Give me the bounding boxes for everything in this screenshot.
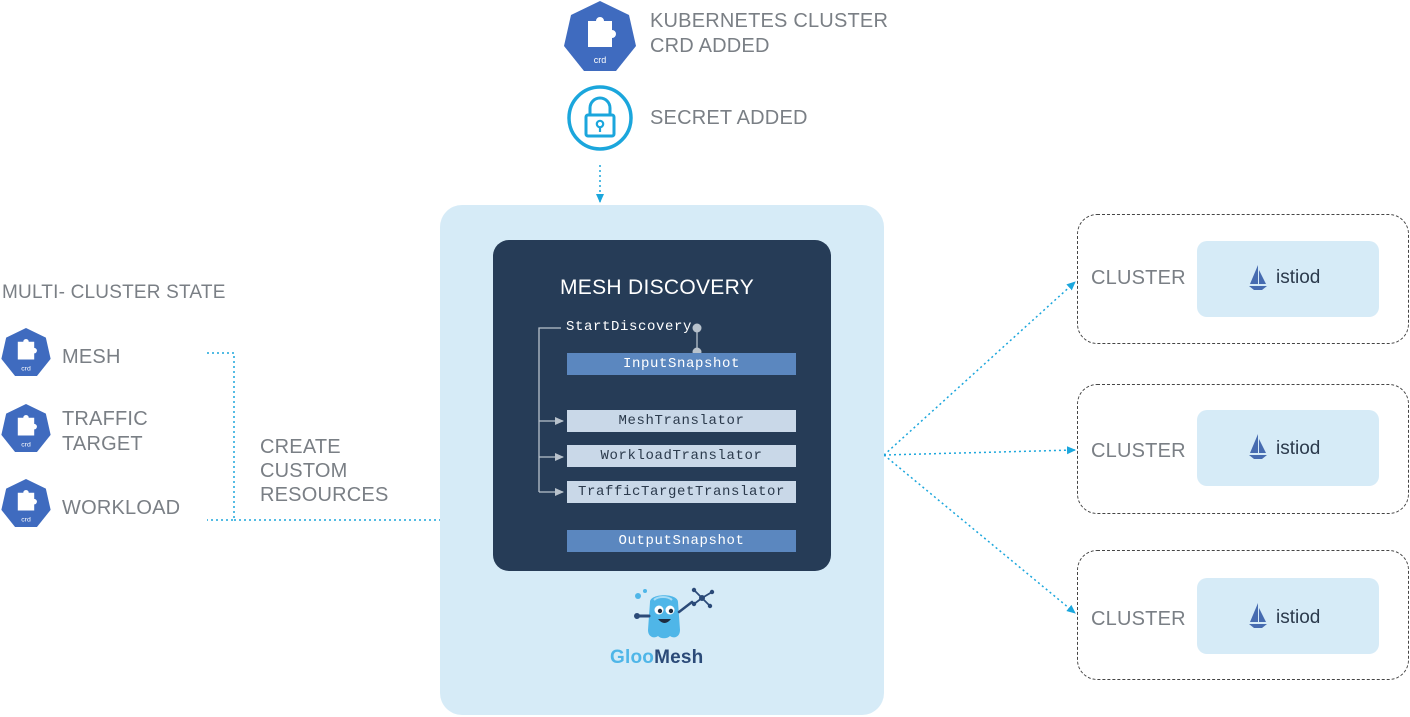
lock-icon: [567, 85, 633, 151]
create-line-2: CUSTOM: [260, 460, 348, 482]
traffic-target-label-line-2: TARGET: [62, 433, 143, 455]
output-snapshot-step: OutputSnapshot: [567, 530, 796, 552]
istiod-box-3: [1197, 578, 1379, 654]
discovery-to-cluster-1-arrow: [883, 281, 1076, 456]
gloo-mascot-icon: [634, 587, 715, 639]
discovery-to-cluster-3-arrow: [883, 454, 1076, 614]
crd-added-label-line-1: KUBERNETES CLUSTER: [650, 10, 889, 32]
traffic-target-crd-icon: crd: [1, 404, 51, 452]
istiod-label-2: istiod: [1276, 438, 1321, 459]
discovery-flow-lines: [538, 323, 702, 496]
istio-sail-icon: [1249, 603, 1267, 628]
istiod-label-1: istiod: [1276, 267, 1321, 288]
secret-added-label: SECRET ADDED: [650, 107, 808, 129]
state-bracket-line: [207, 352, 235, 521]
svg-text:crd: crd: [21, 365, 31, 372]
istiod-label-3: istiod: [1276, 607, 1321, 628]
svg-text:crd: crd: [21, 516, 31, 523]
mesh-label: MESH: [62, 346, 121, 368]
mesh-crd-icon: crd: [1, 328, 51, 376]
mesh-discovery-title: MESH DISCOVERY: [559, 276, 755, 299]
create-line-1: CREATE: [260, 436, 341, 458]
mesh-translator-step: MeshTranslator: [567, 410, 796, 432]
create-line-3: RESOURCES: [260, 484, 389, 506]
mesh-discovery-box: [493, 240, 831, 571]
crd-added-icon: crd: [564, 1, 636, 71]
cluster-label-2: CLUSTER: [1091, 440, 1186, 462]
istio-sail-icon: [1249, 434, 1267, 459]
gloo-logo-text: Gloo: [610, 647, 655, 668]
create-custom-resources-label: CREATE CUSTOM RESOURCES: [260, 435, 389, 507]
start-discovery-label: StartDiscovery: [566, 319, 693, 335]
workload-translator-step: WorkloadTranslator: [567, 445, 796, 467]
input-snapshot-step: InputSnapshot: [567, 353, 796, 375]
discovery-to-cluster-2-arrow: [883, 446, 1076, 456]
cluster-box-2: [1077, 384, 1409, 514]
gloo-mesh-logo: GlooMesh: [610, 647, 703, 669]
multi-cluster-state-title: MULTI- CLUSTER STATE: [2, 282, 226, 303]
traffic-target-translator-step: TrafficTargetTranslator: [567, 481, 796, 503]
cluster-label-3: CLUSTER: [1091, 608, 1186, 630]
crd-added-label-line-2: CRD ADDED: [650, 35, 770, 57]
mesh-logo-text: Mesh: [654, 647, 704, 668]
istio-sail-icon: [1249, 265, 1267, 290]
workload-label: WORKLOAD: [62, 497, 181, 519]
cluster-label-1: CLUSTER: [1091, 267, 1186, 289]
istiod-box-2: [1197, 410, 1379, 486]
cluster-box-1: [1077, 214, 1409, 344]
istiod-box-1: [1197, 241, 1379, 317]
traffic-target-label-line-1: TRAFFIC: [62, 408, 148, 430]
cluster-box-3: [1077, 550, 1409, 680]
svg-text:crd: crd: [594, 55, 607, 65]
workload-crd-icon: crd: [1, 479, 51, 527]
svg-text:crd: crd: [21, 441, 31, 448]
